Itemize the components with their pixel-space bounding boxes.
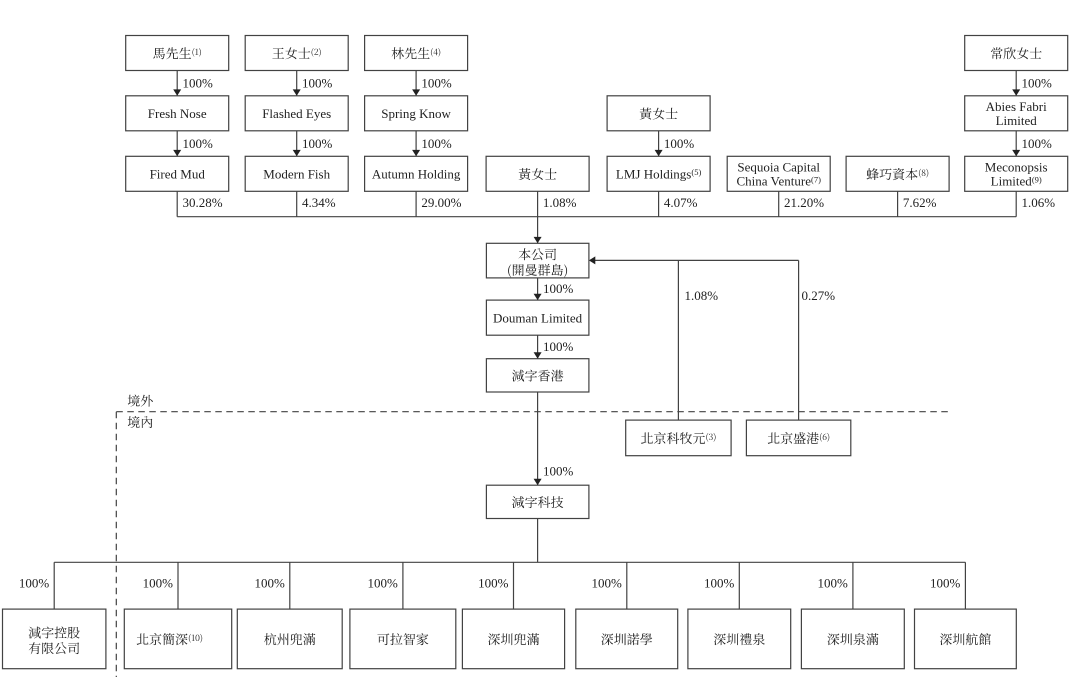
svg-text:Meconopsis: Meconopsis — [985, 160, 1048, 175]
svg-text:1.08%: 1.08% — [685, 288, 719, 303]
svg-text:Spring Know: Spring Know — [381, 106, 451, 121]
svg-text:100%: 100% — [478, 576, 509, 591]
svg-text:Autumn Holding: Autumn Holding — [372, 166, 461, 181]
svg-text:100%: 100% — [368, 576, 399, 591]
svg-text:4.34%: 4.34% — [302, 195, 336, 210]
svg-text:100%: 100% — [1022, 136, 1053, 151]
svg-text:Fresh Nose: Fresh Nose — [148, 106, 207, 121]
svg-text:Flashed Eyes: Flashed Eyes — [262, 106, 331, 121]
svg-text:Douman Limited: Douman Limited — [493, 310, 583, 325]
svg-text:Modern Fish: Modern Fish — [263, 166, 330, 181]
svg-text:100%: 100% — [302, 136, 333, 151]
svg-text:100%: 100% — [183, 136, 214, 151]
svg-text:100%: 100% — [254, 576, 285, 591]
svg-text:Limited: Limited — [996, 113, 1038, 128]
svg-text:100%: 100% — [664, 136, 695, 151]
svg-text:4.07%: 4.07% — [664, 195, 698, 210]
svg-text:7.62%: 7.62% — [903, 195, 937, 210]
svg-text:1.08%: 1.08% — [543, 195, 577, 210]
svg-text:0.27%: 0.27% — [802, 288, 836, 303]
svg-text:100%: 100% — [183, 75, 214, 90]
svg-text:21.20%: 21.20% — [784, 195, 824, 210]
svg-text:100%: 100% — [930, 576, 961, 591]
svg-text:100%: 100% — [591, 576, 622, 591]
svg-text:Sequoia Capital: Sequoia Capital — [737, 160, 820, 175]
svg-text:29.00%: 29.00% — [421, 195, 461, 210]
svg-text:30.28%: 30.28% — [183, 195, 223, 210]
svg-text:100%: 100% — [818, 576, 849, 591]
svg-text:100%: 100% — [1022, 75, 1053, 90]
svg-text:100%: 100% — [19, 576, 50, 591]
svg-text:100%: 100% — [421, 75, 452, 90]
svg-text:100%: 100% — [302, 75, 333, 90]
svg-text:1.06%: 1.06% — [1022, 195, 1056, 210]
svg-text:Fired Mud: Fired Mud — [150, 166, 206, 181]
svg-text:100%: 100% — [143, 576, 174, 591]
svg-text:100%: 100% — [421, 136, 452, 151]
svg-text:100%: 100% — [543, 281, 574, 296]
svg-text:100%: 100% — [543, 464, 574, 479]
svg-text:100%: 100% — [704, 576, 735, 591]
svg-text:100%: 100% — [543, 339, 574, 354]
svg-text:China Venture(7): China Venture(7) — [736, 174, 821, 189]
svg-text:Abies Fabri: Abies Fabri — [986, 99, 1047, 114]
svg-text:Limited(9): Limited(9) — [991, 174, 1042, 189]
svg-text:LMJ Holdings(5): LMJ Holdings(5) — [616, 166, 702, 181]
